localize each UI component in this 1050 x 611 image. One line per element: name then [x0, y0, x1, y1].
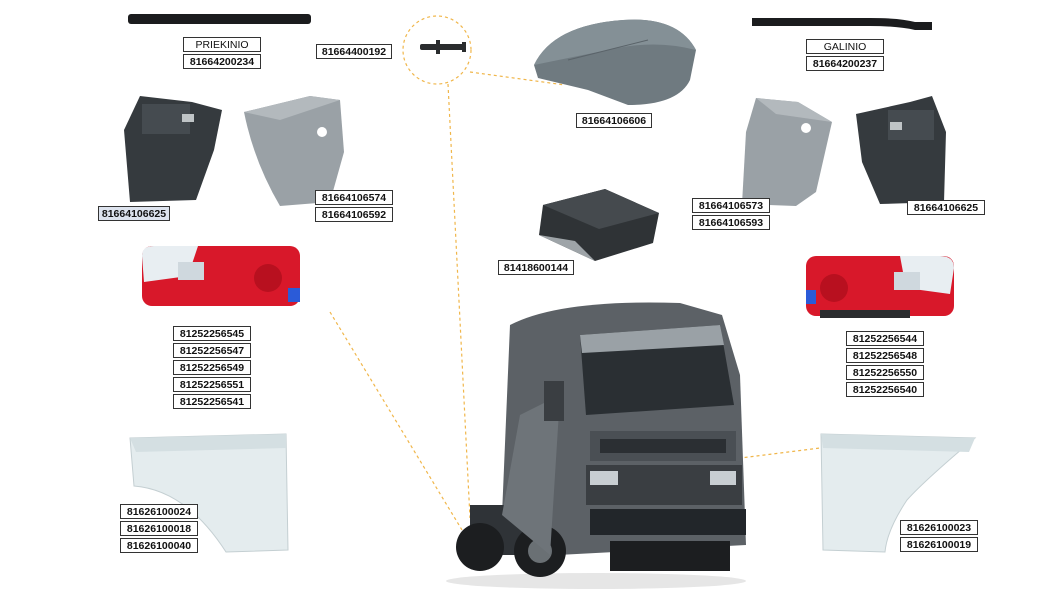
part-number-label: 81626100024	[120, 504, 198, 519]
part-number-stack: 81626100024 81626100018 81626100040	[120, 504, 198, 553]
part-number-label: 81252256547	[173, 343, 251, 358]
mudflap-icon	[124, 96, 222, 202]
part-number-label: 81252256540	[846, 382, 924, 397]
part-number-label: 81626100023	[900, 520, 978, 535]
part-number-stack: 81664106573 81664106593	[692, 198, 770, 230]
part-number-label: 81664200234	[183, 54, 261, 69]
roof-panel-icon	[534, 19, 696, 105]
part-number-label: 81664106593	[692, 215, 770, 230]
mudflap-icon	[742, 98, 832, 206]
pin-icon	[420, 40, 466, 54]
part-number-label: 81418600144	[498, 260, 574, 275]
part-number-label: 81664106592	[315, 207, 393, 222]
part-number-label: 81252256550	[846, 365, 924, 380]
part-number-stack: 81252256544 81252256548 81252256550 8125…	[846, 331, 924, 397]
part-number-stack: 81626100023 81626100019	[900, 520, 978, 552]
hose-icon	[128, 14, 311, 24]
galinio-label: GALINIO	[806, 39, 884, 54]
part-number-label: 81664200237	[806, 56, 884, 71]
part-number-label: 81664106606	[576, 113, 652, 128]
part-number-stack: 81252256545 81252256547 81252256549 8125…	[173, 326, 251, 409]
part-number-label: 81252256544	[846, 331, 924, 346]
part-number-label: 81664106574	[315, 190, 393, 205]
tail-lamp-icon	[142, 246, 300, 306]
part-number-label: 81252256548	[846, 348, 924, 363]
tail-lamp-icon	[806, 256, 954, 318]
part-number-label: 81252256541	[173, 394, 251, 409]
fender-icon	[129, 433, 289, 553]
part-number-label: 81664106625	[907, 200, 985, 215]
truck-icon	[446, 302, 746, 589]
mudflap-icon	[856, 96, 946, 204]
part-number-label: 81664400192	[316, 44, 392, 59]
hose-icon	[752, 18, 932, 30]
battery-cover-icon	[539, 189, 659, 261]
part-number-stack: 81664106574 81664106592	[315, 190, 393, 222]
part-number-label: 81252256545	[173, 326, 251, 341]
part-number-label: 81626100018	[120, 521, 198, 536]
part-number-label: 81626100019	[900, 537, 978, 552]
priekinio-label: PRIEKINIO	[183, 37, 261, 52]
part-number-label: 81626100040	[120, 538, 198, 553]
part-number-label: 81664106625	[98, 206, 170, 221]
part-number-label: 81664106573	[692, 198, 770, 213]
mudflap-icon	[244, 96, 344, 206]
fender-icon	[820, 433, 977, 553]
part-number-label: 81252256549	[173, 360, 251, 375]
part-number-label: 81252256551	[173, 377, 251, 392]
